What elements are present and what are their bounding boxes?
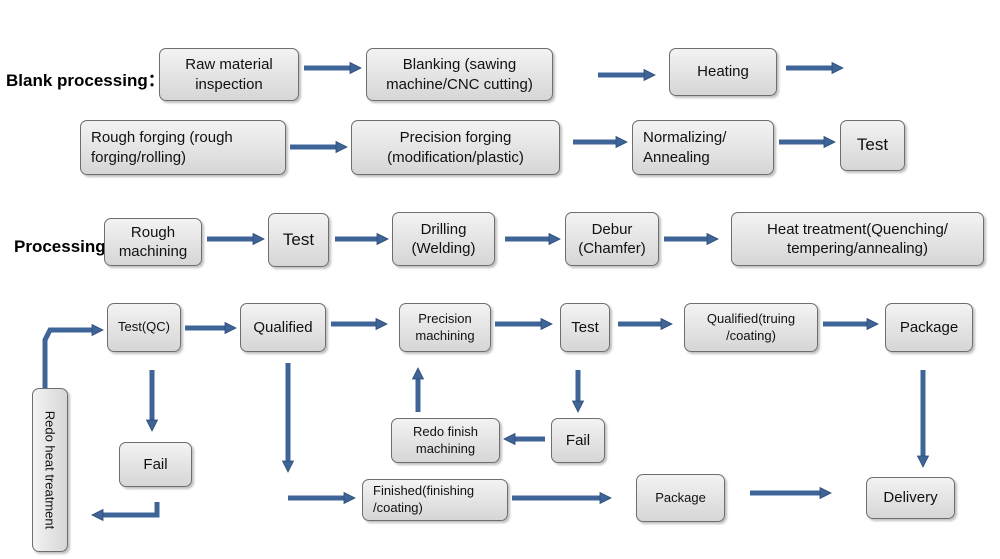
arrow-test-to-qualified-truing bbox=[618, 317, 673, 331]
finished-label: Finished(finishing /coating) bbox=[373, 483, 475, 515]
delivery-label: Delivery bbox=[883, 489, 938, 507]
blanking-box: Blanking (sawing machine/CNC cutting) bbox=[366, 48, 553, 101]
precision-machining-label: Precision machining bbox=[415, 310, 475, 343]
raw-material-inspection-label: Raw material inspection bbox=[185, 56, 273, 93]
test-label-2: Test bbox=[282, 229, 315, 249]
redo-finish-machining-label: Redo finish machining bbox=[412, 423, 479, 456]
package-box-2: Package bbox=[636, 474, 725, 522]
precision-machining-box: Precision machining bbox=[399, 303, 491, 352]
arrow-finished-to-package bbox=[512, 491, 612, 505]
normalizing-annealing-box: Normalizing/ Annealing bbox=[632, 120, 774, 175]
raw-material-inspection-box: Raw material inspection bbox=[159, 48, 299, 101]
arrow-redo-finish-up bbox=[411, 367, 425, 412]
arrow-blanking-to-heating bbox=[598, 68, 656, 82]
test-label-3: Test bbox=[571, 318, 599, 336]
section-label-processing: Processing: bbox=[14, 237, 112, 256]
heat-treatment-label: Heat treatment(Quenching/ tempering/anne… bbox=[767, 220, 948, 258]
rough-machining-box: Rough machining bbox=[104, 218, 202, 266]
precision-forging-box: Precision forging (modification/plastic) bbox=[351, 120, 560, 175]
drilling-box: Drilling (Welding) bbox=[392, 212, 495, 266]
qualified-truing-label: Qualified(truing /coating) bbox=[706, 310, 796, 343]
package-box-1: Package bbox=[885, 303, 973, 352]
qualified-label: Qualified bbox=[253, 318, 313, 336]
arrow-normalizing-to-test bbox=[779, 135, 836, 149]
package-label-1: Package bbox=[899, 318, 959, 336]
arrow-fail-to-redo-heat bbox=[91, 502, 160, 522]
rough-machining-label: Rough machining bbox=[118, 223, 188, 261]
test-box-1: Test bbox=[840, 120, 905, 171]
debur-box: Debur (Chamfer) bbox=[565, 212, 659, 266]
arrow-drilling-to-debur bbox=[505, 232, 561, 246]
arrow-qualified-down bbox=[281, 363, 295, 473]
heating-box: Heating bbox=[669, 48, 777, 96]
heat-treatment-box: Heat treatment(Quenching/ tempering/anne… bbox=[731, 212, 984, 266]
fail-label-1: Fail bbox=[143, 455, 168, 473]
section-label-blank-processing: Blank processing： bbox=[6, 71, 165, 90]
test-box-3: Test bbox=[560, 303, 610, 352]
arrow-fail-to-redo-finish bbox=[503, 432, 545, 446]
arrow-to-finished bbox=[288, 491, 356, 505]
delivery-box: Delivery bbox=[866, 477, 955, 519]
debur-label: Debur (Chamfer) bbox=[578, 220, 646, 258]
drilling-label: Drilling (Welding) bbox=[411, 220, 476, 258]
arrow-qualified-to-precision-machining bbox=[331, 317, 388, 331]
arrow-precision-machining-to-test bbox=[495, 317, 553, 331]
arrow-test-qc-to-fail bbox=[145, 370, 159, 432]
fail-box-1: Fail bbox=[119, 442, 192, 487]
arrow-test-qc-to-qualified bbox=[185, 321, 237, 335]
arrow-raw-to-blanking bbox=[304, 61, 362, 75]
test-box-2: Test bbox=[268, 213, 329, 267]
test-qc-box: Test(QC) bbox=[107, 303, 181, 352]
rough-forging-label: Rough forging (rough forging/rolling) bbox=[91, 129, 233, 166]
arrow-redo-heat-to-test-qc bbox=[42, 323, 104, 388]
rough-forging-box: Rough forging (rough forging/rolling) bbox=[80, 120, 286, 175]
redo-heat-treatment-box: Redo heat treatment bbox=[32, 388, 68, 552]
finished-box: Finished(finishing /coating) bbox=[362, 479, 508, 521]
normalizing-annealing-label: Normalizing/ Annealing bbox=[643, 129, 727, 166]
qualified-truing-box: Qualified(truing /coating) bbox=[684, 303, 818, 352]
qualified-box: Qualified bbox=[240, 303, 326, 352]
test-qc-label: Test(QC) bbox=[118, 319, 170, 335]
fail-label-2: Fail bbox=[565, 431, 591, 449]
arrow-heating-continue bbox=[786, 61, 844, 75]
fail-box-2: Fail bbox=[551, 418, 605, 463]
arrow-test-to-drilling bbox=[335, 232, 389, 246]
arrow-package-to-delivery-h bbox=[750, 486, 832, 500]
arrow-rough-machining-to-test bbox=[207, 232, 265, 246]
blanking-label: Blanking (sawing machine/CNC cutting) bbox=[386, 56, 533, 93]
arrow-rough-to-precision-forging bbox=[290, 140, 348, 154]
precision-forging-label: Precision forging (modification/plastic) bbox=[387, 129, 524, 166]
arrow-test-to-fail bbox=[571, 370, 585, 413]
heating-label: Heating bbox=[697, 63, 749, 81]
arrow-qualified-truing-to-package bbox=[823, 317, 879, 331]
arrow-package-to-delivery bbox=[916, 370, 930, 468]
test-label-1: Test bbox=[856, 135, 889, 155]
package-label-2: Package bbox=[655, 489, 706, 505]
redo-finish-machining-box: Redo finish machining bbox=[391, 418, 500, 463]
arrow-precision-forging-to-normalizing bbox=[573, 135, 628, 149]
arrow-debur-to-heat-treatment bbox=[664, 232, 719, 246]
